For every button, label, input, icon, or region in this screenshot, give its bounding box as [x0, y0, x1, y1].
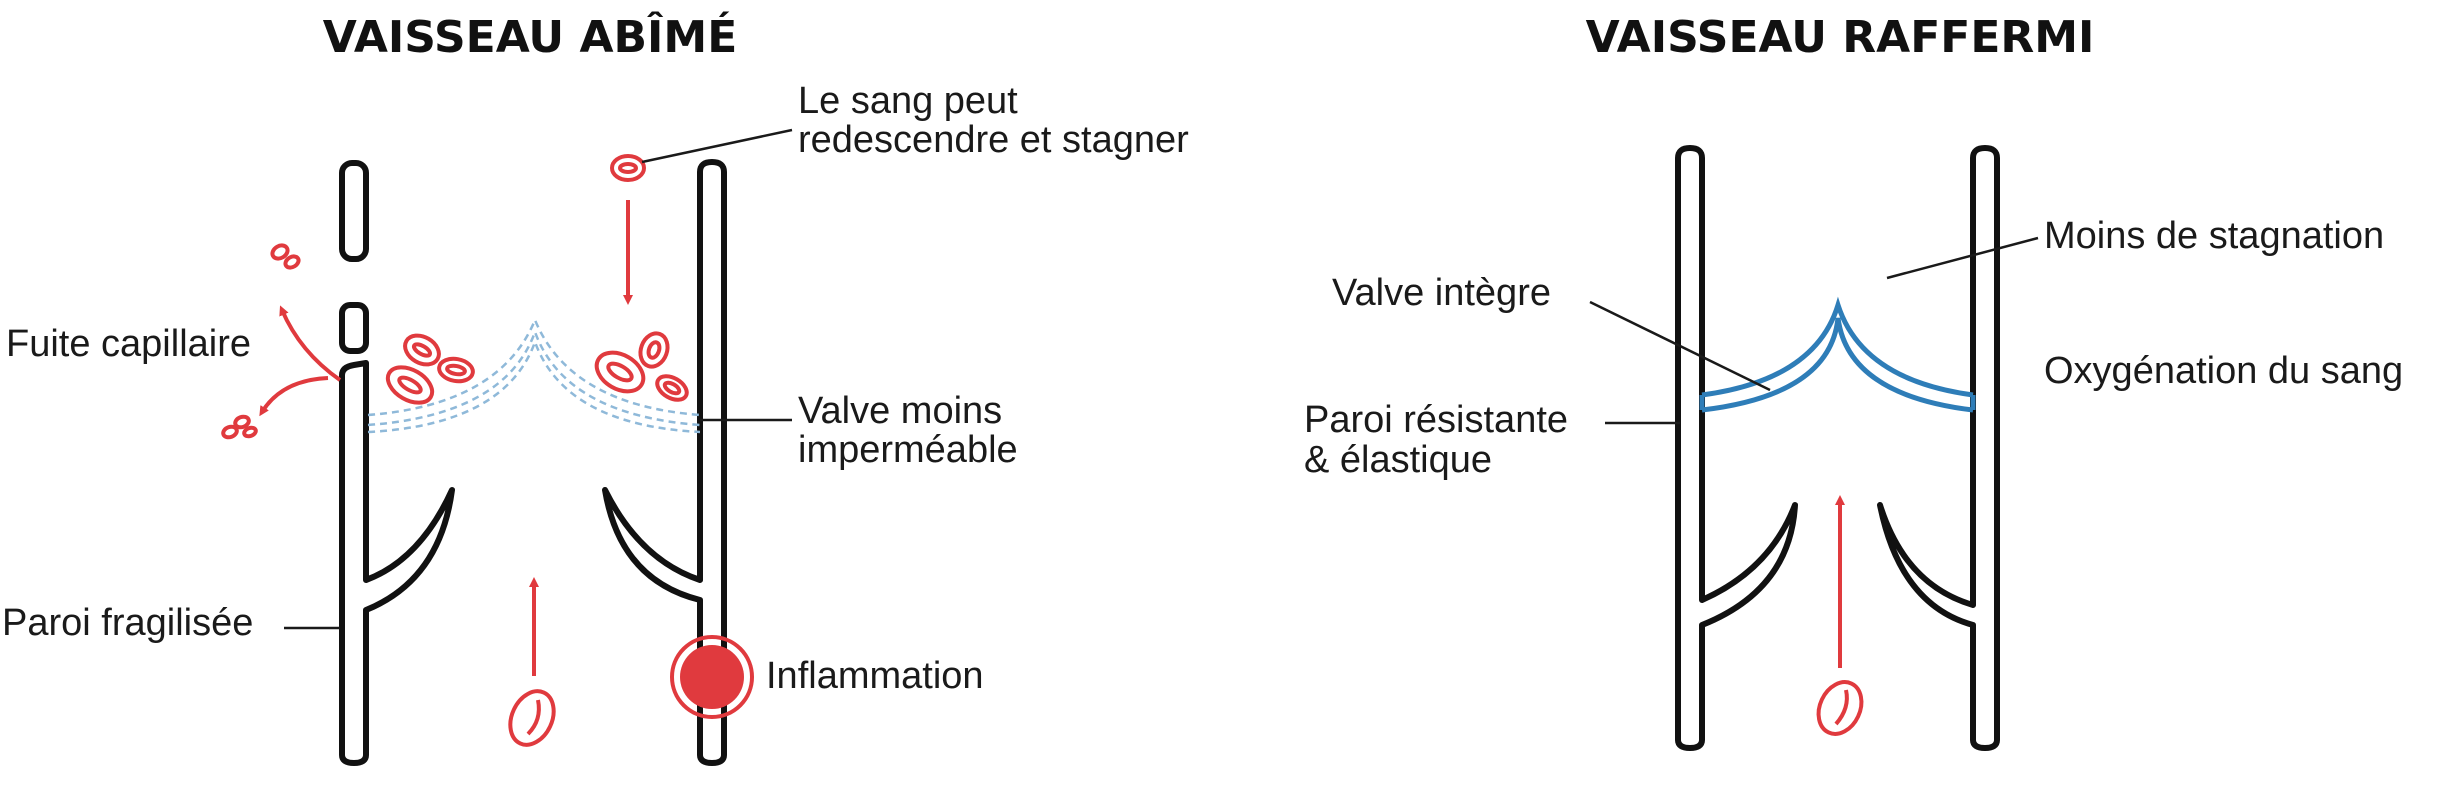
- leak-arrow-up: [279, 305, 342, 382]
- left-wall-segment-top: [339, 160, 369, 262]
- leader-blood-back: [641, 128, 793, 164]
- label-weak-wall: Paroi fragilisée: [2, 602, 253, 644]
- label-valve-line2: imperméable: [798, 429, 1018, 471]
- leak-arrow-down: [259, 376, 329, 417]
- label-capillary-leak: Fuite capillaire: [6, 323, 251, 365]
- right-right-wall-with-valve-leaf: [1877, 145, 2000, 751]
- left-wall-lower-with-valve-leaf: [339, 360, 455, 766]
- inflammation-spot: [680, 645, 744, 709]
- blood-cells-stagnant: [385, 154, 689, 747]
- label-valve-line1: Valve moins: [798, 390, 1002, 432]
- left-title: VAISSEAU ABÎMÉ: [323, 10, 738, 63]
- label-strong-wall-line1: Paroi résistante: [1304, 399, 1568, 441]
- leaking-blood-cells: [221, 243, 301, 440]
- inflammation-ring: [670, 635, 754, 719]
- label-oxygenation: Oxygénation du sang: [2044, 350, 2403, 392]
- right-panel: VAISSEAU RAFFERMI Moins de stagnation Va…: [1304, 12, 2403, 751]
- leader-valve-intact: [1589, 300, 1771, 392]
- left-wall-segment-middle: [339, 302, 369, 354]
- label-strong-wall-line2: & élastique: [1304, 439, 1492, 481]
- right-left-wall-with-valve-leaf: [1675, 145, 1798, 751]
- weak-valve: [367, 316, 701, 434]
- label-blood-back-line1: Le sang peut: [798, 80, 1018, 122]
- right-blood-cell: [1816, 680, 1864, 736]
- label-less-stagnation: Moins de stagnation: [2044, 215, 2384, 257]
- left-panel: VAISSEAU ABÎMÉ: [2, 10, 1189, 766]
- leader-less-stagnation: [1886, 236, 2039, 280]
- label-inflammation: Inflammation: [766, 655, 984, 697]
- intact-valve: [1699, 296, 1976, 413]
- label-intact-valve: Valve intègre: [1332, 272, 1551, 314]
- right-title: VAISSEAU RAFFERMI: [1586, 12, 2095, 63]
- label-blood-back-line2: redescendre et stagner: [798, 119, 1189, 161]
